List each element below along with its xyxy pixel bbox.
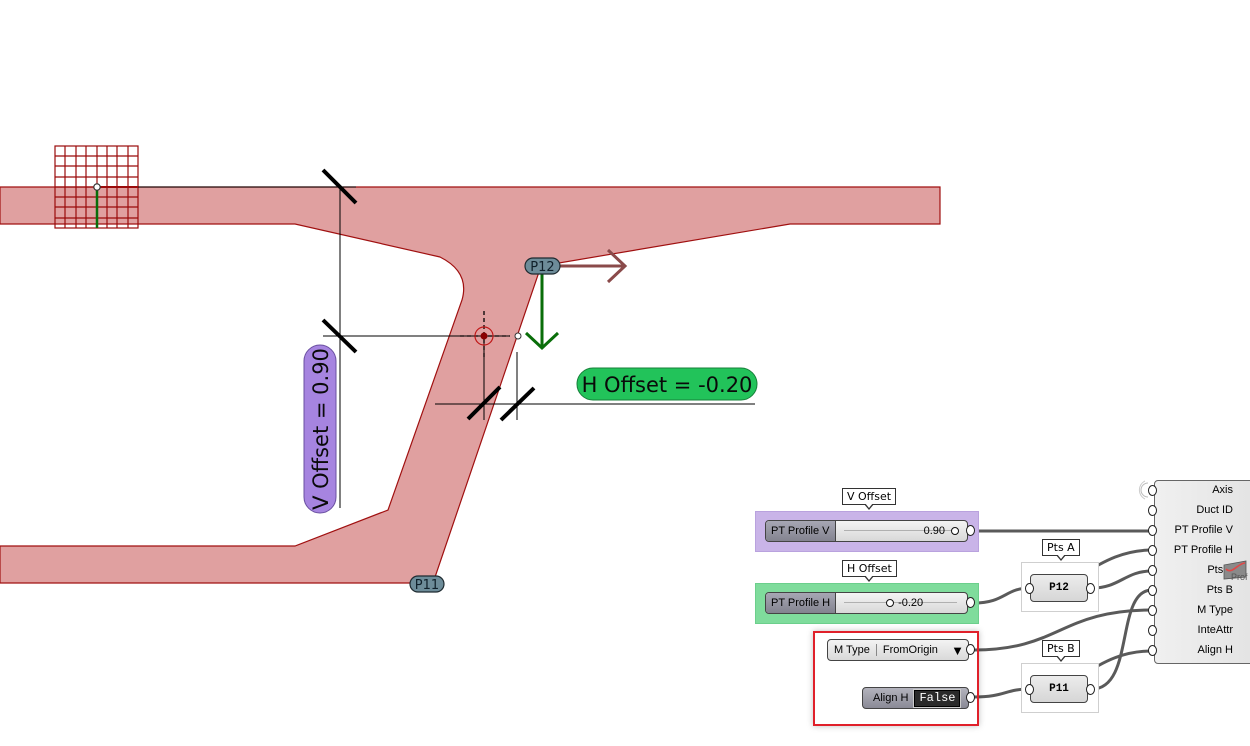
- profile-center-target[interactable]: [460, 311, 510, 360]
- toggle-name: Align H: [873, 692, 909, 704]
- slider-value: 0.90: [923, 525, 945, 537]
- slider-name: PT Profile V: [766, 521, 836, 541]
- value-list-name: M Type: [828, 644, 877, 656]
- port-axis[interactable]: [1148, 485, 1157, 496]
- toggle-value[interactable]: False: [913, 688, 962, 708]
- x-direction-arrow: [555, 248, 628, 284]
- port-pt-profile-v[interactable]: [1148, 525, 1157, 536]
- svg-text:P12: P12: [530, 260, 554, 275]
- input-m-type: M Type: [1197, 604, 1233, 616]
- pts-b-param[interactable]: P11: [1030, 675, 1088, 703]
- pt-profile-h-slider[interactable]: PT Profile H -0.20: [765, 592, 968, 614]
- input-pt-profile-h: PT Profile H: [1173, 544, 1233, 556]
- pts-a-param[interactable]: P12: [1030, 574, 1088, 602]
- duct-profile-shape: [0, 186, 941, 584]
- port-pt-profile-h[interactable]: [1148, 545, 1157, 556]
- selection-box: [813, 631, 979, 726]
- pts-b-tooltip: Pts B: [1042, 640, 1080, 662]
- component-icon: Prof: [1222, 559, 1250, 583]
- port-pts-b[interactable]: [1148, 585, 1157, 596]
- pts-a-tooltip: Pts A: [1042, 539, 1080, 561]
- slider-knob[interactable]: [951, 527, 959, 535]
- output-port[interactable]: [966, 525, 975, 536]
- port-duct-id[interactable]: [1148, 505, 1157, 516]
- port-pts-a[interactable]: [1148, 565, 1157, 576]
- input-duct-id: Duct ID: [1196, 504, 1233, 516]
- input-align-h: Align H: [1197, 644, 1233, 656]
- slider-track[interactable]: -0.20: [836, 593, 967, 613]
- slider-track[interactable]: 0.90: [836, 521, 968, 541]
- port-m-type[interactable]: [1148, 605, 1157, 616]
- v-offset-label: V Offset = 0.90: [303, 344, 337, 514]
- input-pt-profile-v: PT Profile V: [1174, 524, 1234, 536]
- svg-text:V Offset = 0.90: V Offset = 0.90: [309, 348, 333, 510]
- grid-origin-point[interactable]: [93, 183, 101, 191]
- point-tag-p12[interactable]: P12: [524, 257, 561, 275]
- slider-ticks: [843, 530, 957, 531]
- h-offset-group-tooltip: H Offset: [842, 560, 897, 582]
- pt-profile-component[interactable]: Axis Duct ID PT Profile V PT Profile H P…: [1154, 480, 1250, 664]
- input-port[interactable]: [1025, 684, 1034, 695]
- slider-name: PT Profile H: [766, 593, 837, 613]
- dimension-ticks: [321, 168, 536, 422]
- pt-profile-v-slider[interactable]: PT Profile V 0.90: [765, 520, 968, 542]
- slider-value: -0.20: [898, 597, 924, 609]
- output-port[interactable]: [1086, 684, 1095, 695]
- h-offset-label: H Offset = -0.20: [576, 367, 758, 401]
- input-pts-b: Pts B: [1206, 584, 1233, 596]
- v-offset-group-tooltip: V Offset: [842, 488, 897, 510]
- port-inte-attr[interactable]: [1148, 625, 1157, 636]
- input-port[interactable]: [1025, 583, 1034, 594]
- wireless-input-icon: [1138, 480, 1149, 500]
- point-tag-p11[interactable]: P11: [409, 575, 445, 593]
- svg-text:P11: P11: [415, 578, 439, 593]
- slider-knob[interactable]: [886, 599, 895, 607]
- output-port[interactable]: [1086, 583, 1095, 594]
- output-port[interactable]: [966, 692, 975, 703]
- align-h-toggle[interactable]: Align H False: [862, 687, 969, 709]
- dropdown-arrow-icon[interactable]: ▼: [951, 642, 964, 658]
- y-direction-arrow: [524, 274, 560, 351]
- port-align-h[interactable]: [1148, 645, 1157, 656]
- component-icon-label: Prof: [1231, 572, 1248, 582]
- slider-ticks: [844, 602, 957, 603]
- m-type-value-list[interactable]: M Type FromOrigin ▼: [827, 639, 969, 661]
- svg-text:H Offset = -0.20: H Offset = -0.20: [582, 373, 753, 397]
- output-port[interactable]: [966, 644, 975, 655]
- input-axis: Axis: [1212, 484, 1233, 496]
- offset-point[interactable]: [514, 332, 522, 340]
- output-port[interactable]: [966, 597, 975, 608]
- value-list-selected[interactable]: FromOrigin: [882, 644, 938, 656]
- input-inte-attr: InteAttr: [1197, 624, 1233, 636]
